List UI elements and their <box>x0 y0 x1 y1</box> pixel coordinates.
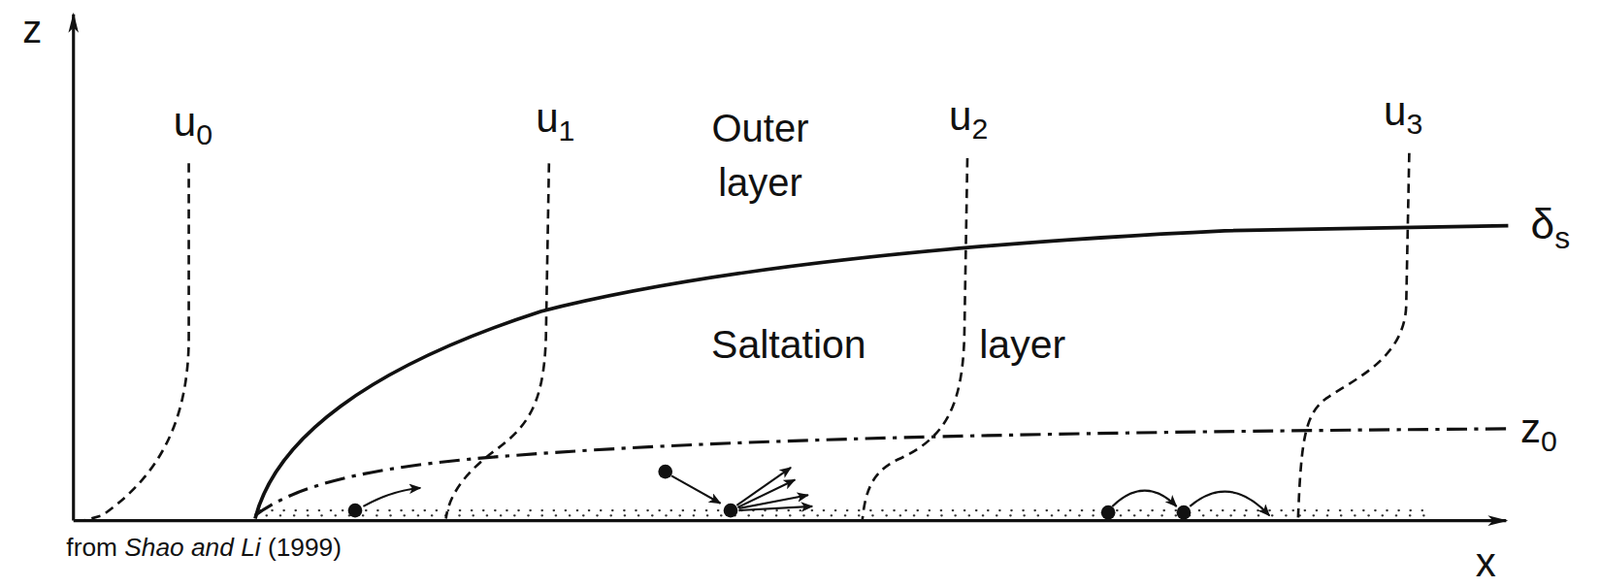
text-run: z <box>22 7 42 51</box>
layer-label: Outer layer <box>693 101 827 211</box>
sand-grain <box>348 503 363 519</box>
sand-bed <box>265 514 1429 517</box>
source-caption: from Shao and Li (1999) <box>65 532 342 562</box>
subscript: 0 <box>195 118 213 152</box>
grain-trajectory <box>1111 490 1176 507</box>
z-axis <box>71 14 75 522</box>
text-run: x <box>1475 540 1497 586</box>
wind-profile <box>1298 153 1410 522</box>
profile-label: u2 <box>948 92 988 146</box>
height-label: δs <box>1531 199 1571 257</box>
text-run: Saltation layer <box>711 322 1066 366</box>
sand-grain <box>723 503 739 519</box>
layer-label: Saltation layer <box>711 322 1066 368</box>
subscript: 2 <box>971 111 988 145</box>
profile-label: u1 <box>535 94 575 148</box>
subscript: s <box>1554 220 1570 255</box>
text-run: (1999) <box>261 532 342 561</box>
sand-grain <box>657 464 673 480</box>
axis-label: z <box>22 7 42 53</box>
sand-grain <box>1176 505 1192 521</box>
subscript: 1 <box>558 113 576 147</box>
text-run: u <box>535 95 558 140</box>
sand-grain <box>1101 505 1116 521</box>
text-run: u <box>1383 89 1406 134</box>
axis-label: x <box>1475 539 1497 587</box>
text-run: from <box>65 532 125 561</box>
grain-trajectory <box>1189 491 1270 517</box>
x-axis <box>73 519 1507 523</box>
grain-trajectory <box>362 488 421 507</box>
grain-trajectory <box>671 475 720 503</box>
subscript: 0 <box>1540 424 1558 458</box>
sand-bed <box>260 509 1429 512</box>
text-run: u <box>173 98 196 144</box>
text-run: Shao and Li <box>124 532 261 561</box>
text-run: Outer layer <box>712 106 810 204</box>
text-run: δ <box>1531 199 1556 248</box>
height-label: z0 <box>1520 404 1558 458</box>
text-run: z <box>1520 405 1541 451</box>
profile-label: u3 <box>1383 87 1423 141</box>
grain-trajectory <box>738 506 813 511</box>
text-run: u <box>948 93 972 138</box>
saltation-layer-top <box>255 226 1508 520</box>
roughness-line <box>255 428 1508 516</box>
profile-label: u0 <box>173 97 213 152</box>
wind-profile <box>83 163 189 521</box>
subscript: 3 <box>1406 107 1424 141</box>
